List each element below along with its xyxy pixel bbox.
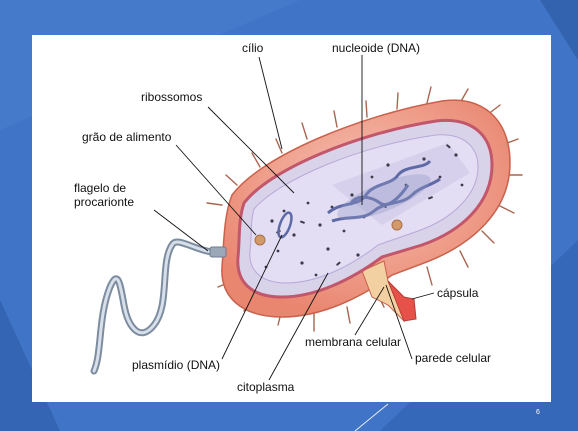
label-cilio: cílio (242, 41, 264, 55)
flagellum (94, 242, 222, 371)
label-membrana-celular: membrana celular (305, 335, 401, 349)
label-nucleoide: nucleoide (DNA) (332, 41, 420, 55)
prokaryote-cell-diagram: cílio nucleoide (DNA) ribossomos grão de… (32, 35, 551, 402)
label-plasmidio: plasmídio (DNA) (132, 358, 220, 372)
food-granule (255, 235, 265, 245)
label-ribossomos: ribossomos (141, 90, 202, 104)
food-granule (392, 220, 402, 230)
label-grao-de-alimento: grão de alimento (82, 130, 172, 144)
label-capsula: cápsula (437, 286, 479, 300)
label-parede-celular: parede celular (415, 351, 491, 365)
label-citoplasma: citoplasma (237, 380, 295, 394)
label-flagelo-line2: procarionte (74, 195, 134, 209)
diagram-panel: cílio nucleoide (DNA) ribossomos grão de… (32, 35, 551, 402)
label-flagelo-line1: flagelo de (74, 181, 126, 195)
